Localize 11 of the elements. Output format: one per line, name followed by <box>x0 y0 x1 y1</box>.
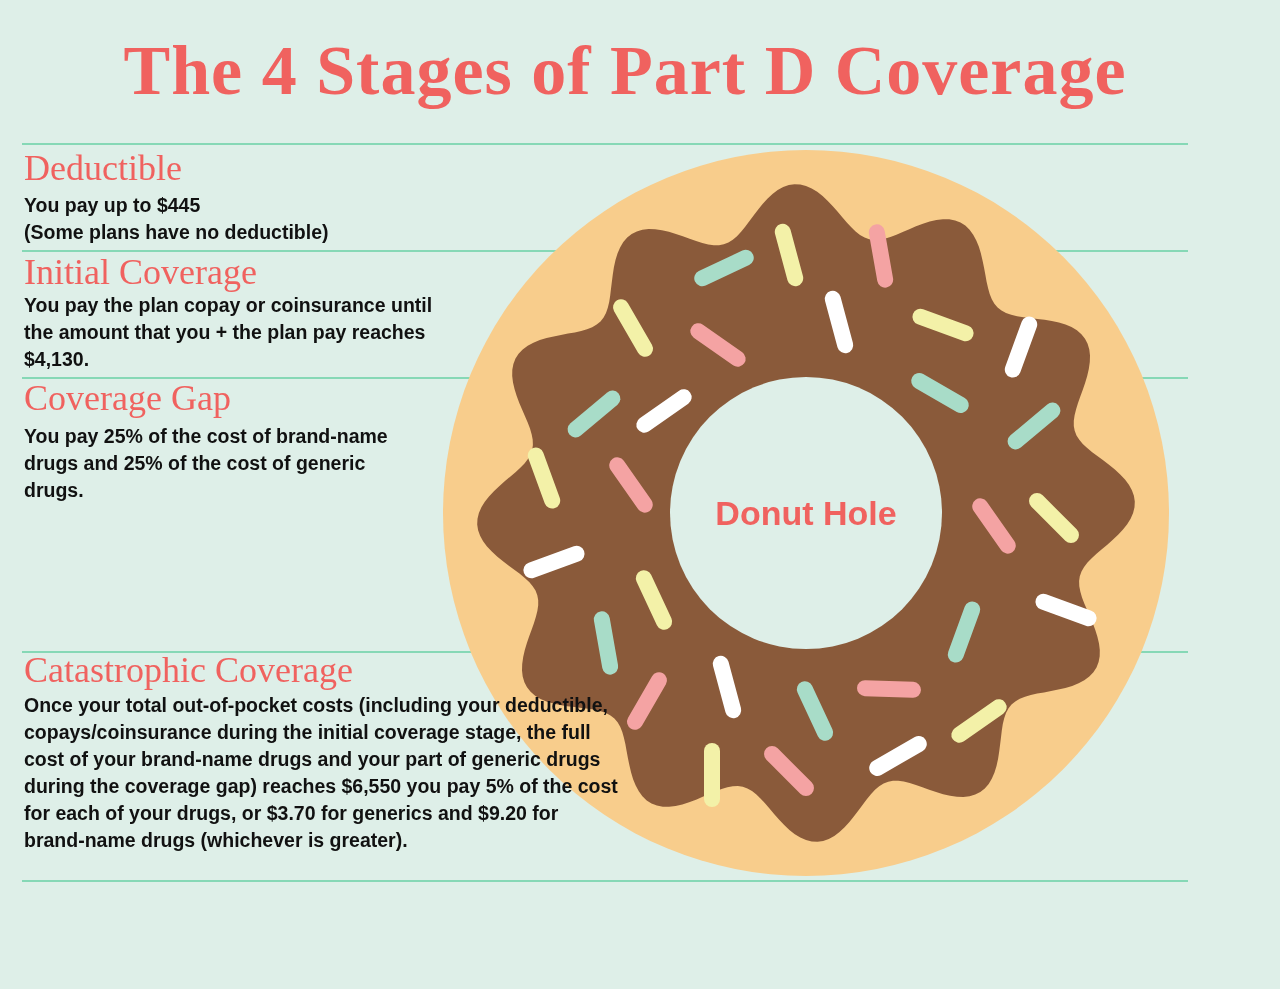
section-text: (Some plans have no deductible) <box>24 220 330 245</box>
section-text: You pay up to $445 <box>24 193 202 218</box>
section-heading: Coverage Gap <box>24 380 231 416</box>
title: The 4 Stages of Part D Coverage <box>122 32 1128 109</box>
section-text: Once your total out-of-pocket costs (including your deductible, copays/coinsurance during the initial coverage stage, the full cost of your brand-name drugs and your part of generic drugs during the coverage gap) reaches $6,550 you pay 5% of the cost for each of your drugs, or $3.70 for generics and $9.20 for brand-name drugs (whichever is greater). <box>24 693 619 853</box>
section-heading: Deductible <box>24 150 182 186</box>
hole-label: Donut Hole <box>715 493 897 533</box>
section-text: You pay 25% of the cost of brand-name drugs and 25% of the cost of generic drugs. <box>24 424 389 503</box>
section-heading: Initial Coverage <box>24 254 257 290</box>
section-heading: Catastrophic Coverage <box>24 652 353 688</box>
section-text: You pay the plan copay or coinsurance until the amount that you + the plan pay reaches $4,130. <box>24 293 434 372</box>
